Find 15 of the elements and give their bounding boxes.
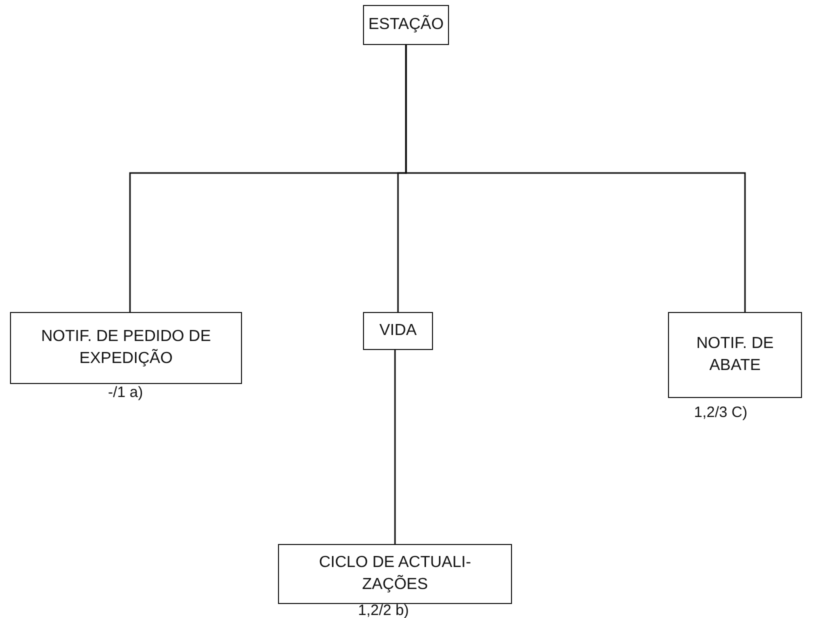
box-label: NOTIF. DE ABATE: [695, 334, 775, 376]
reference-code: -/1 a): [108, 384, 144, 401]
box-label: ESTAÇÃO: [368, 14, 444, 36]
label-box: [278, 544, 512, 604]
reference-code: 1,2/2 b): [358, 602, 409, 618]
connector-line: [405, 45, 746, 312]
label-box: [668, 312, 802, 398]
label-box: [10, 312, 242, 384]
reference-code: 1,2/3 C): [694, 404, 748, 421]
connector-line: [394, 350, 396, 544]
label-box: [363, 312, 433, 350]
label-box: [363, 5, 449, 45]
box-label: NOTIF. DE PEDIDO DE EXPEDIÇÃO: [40, 327, 212, 369]
box-label: CICLO DE ACTUALI- ZAÇÕES: [318, 553, 472, 595]
box-label: VIDA: [379, 321, 417, 342]
